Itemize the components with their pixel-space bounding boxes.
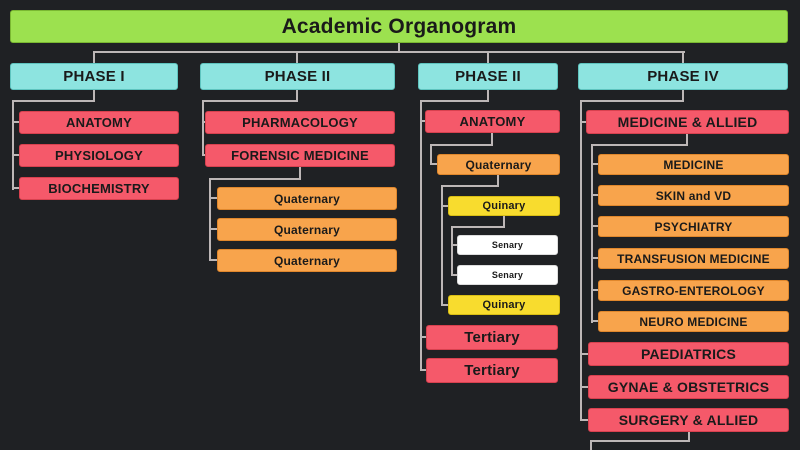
connector-line [296, 90, 298, 102]
gynae-obstetrics-box: GYNAE & OBSTETRICS [588, 375, 789, 399]
connector-line [487, 51, 489, 63]
connector-line [580, 100, 582, 421]
connector-line [202, 121, 207, 123]
connector-line [686, 134, 688, 146]
anatomy-box: ANATOMY [425, 110, 560, 133]
senary-box: Senary [457, 265, 558, 285]
senary-box: Senary [457, 235, 558, 255]
connector-line [451, 244, 459, 246]
phase-4-box: PHASE IV [578, 63, 788, 90]
connector-line [591, 257, 600, 259]
quaternary-box: Quaternary [217, 218, 397, 241]
connector-line [209, 259, 219, 261]
connector-line [580, 353, 590, 355]
connector-line [420, 369, 428, 371]
connector-line [420, 100, 422, 371]
connector-line [441, 205, 450, 207]
pharmacology-box: PHARMACOLOGY [205, 111, 395, 134]
connector-line [441, 304, 450, 306]
connector-line [209, 228, 219, 230]
connector-line [451, 274, 459, 276]
connector-line [591, 144, 688, 146]
connector-line [12, 154, 20, 156]
connector-line [682, 51, 684, 63]
connector-line [209, 197, 219, 199]
physiology-box: PHYSIOLOGY [19, 144, 179, 167]
connector-line [420, 120, 427, 122]
connector-line [202, 100, 204, 156]
connector-line [420, 336, 428, 338]
connector-line [591, 320, 600, 322]
transfusion-medicine-box: TRANSFUSION MEDICINE [598, 248, 789, 269]
quinary-box: Quinary [448, 295, 560, 315]
connector-line [93, 90, 95, 102]
connector-line [430, 163, 439, 165]
connector-line [202, 154, 207, 156]
surgery-allied-box: SURGERY & ALLIED [588, 408, 789, 432]
connector-line [591, 163, 600, 165]
connector-line [12, 187, 20, 189]
connector-line [296, 51, 298, 63]
connector-line [93, 51, 685, 53]
connector-line [591, 194, 600, 196]
connector-line [497, 175, 499, 187]
neuro-medicine-box: NEURO MEDICINE [598, 311, 789, 332]
connector-line [202, 100, 298, 102]
connector-line [503, 216, 505, 228]
connector-line [398, 43, 400, 53]
connector-line [580, 419, 590, 421]
connector-line [491, 133, 493, 146]
quaternary-box: Quaternary [217, 249, 397, 272]
tertiary-box: Tertiary [426, 358, 558, 383]
connector-line [591, 144, 593, 323]
connector-line [420, 100, 489, 102]
psychiatry-box: PSYCHIATRY [598, 216, 789, 237]
connector-line [591, 289, 600, 291]
connector-line [580, 386, 590, 388]
quaternary-box: Quaternary [437, 154, 560, 175]
paediatrics-box: PAEDIATRICS [588, 342, 789, 366]
connector-line [12, 100, 95, 102]
connector-line [451, 226, 453, 276]
connector-line [580, 121, 588, 123]
connector-line [299, 167, 301, 180]
quaternary-box: Quaternary [217, 187, 397, 210]
connector-line [12, 121, 20, 123]
connector-line [430, 144, 493, 146]
connector-line [688, 432, 690, 442]
phase-2-box: PHASE II [200, 63, 395, 90]
organogram-title: Academic Organogram [10, 10, 788, 43]
connector-line [209, 178, 211, 261]
quinary-box: Quinary [448, 196, 560, 216]
connector-line [682, 90, 684, 102]
connector-line [580, 100, 684, 102]
phase-1-box: PHASE I [10, 63, 178, 90]
connector-line [93, 51, 95, 63]
connector-line [430, 144, 432, 165]
connector-line [590, 440, 690, 442]
medicine-box: MEDICINE [598, 154, 789, 175]
connector-line [451, 226, 505, 228]
connector-line [591, 225, 600, 227]
connector-line [209, 178, 301, 180]
gastro-enterology-box: GASTRO-ENTEROLOGY [598, 280, 789, 301]
skin-vd-box: SKIN and VD [598, 185, 789, 206]
connector-line [487, 90, 489, 102]
tertiary-box: Tertiary [426, 325, 558, 350]
connector-line [441, 185, 443, 306]
medicine-allied-box: MEDICINE & ALLIED [586, 110, 789, 134]
connector-line [590, 440, 592, 450]
anatomy-box: ANATOMY [19, 111, 179, 134]
connector-line [441, 185, 499, 187]
phase-3-box: PHASE II [418, 63, 558, 90]
forensic-medicine-box: FORENSIC MEDICINE [205, 144, 395, 167]
connector-line [12, 100, 14, 190]
biochemistry-box: BIOCHEMISTRY [19, 177, 179, 200]
